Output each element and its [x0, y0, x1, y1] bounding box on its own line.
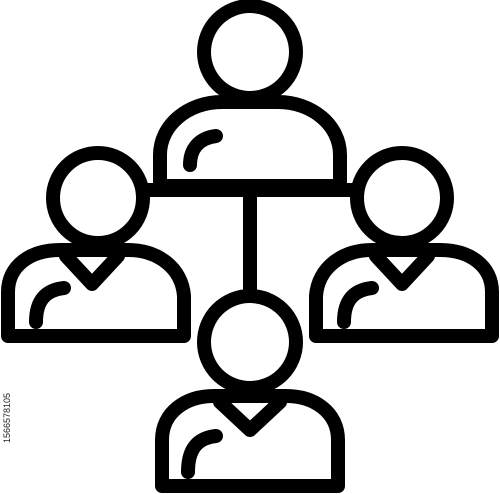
person-top-icon: [153, 0, 347, 193]
person-right-icon: [309, 146, 499, 343]
person-left-icon: [1, 146, 191, 343]
stock-id-watermark: 1566578105: [2, 392, 12, 444]
person-bottom-icon: [155, 289, 345, 493]
